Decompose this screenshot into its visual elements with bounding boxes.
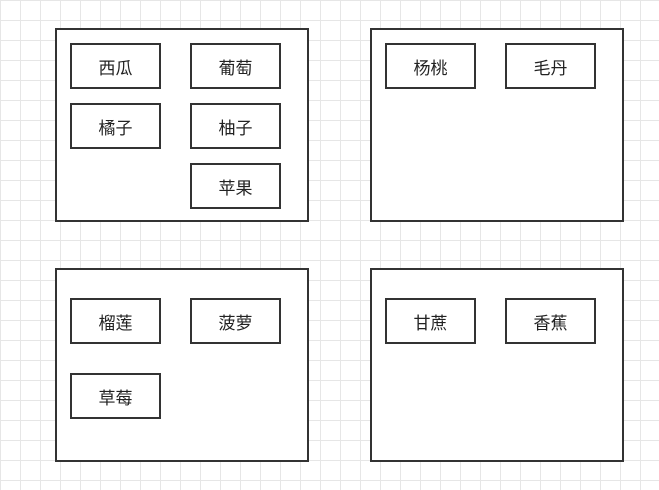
fruit-group-3[interactable]: 榴莲 菠萝 草莓	[55, 268, 309, 462]
fruit-group-4[interactable]: 甘蔗 香蕉	[370, 268, 624, 462]
fruit-item-banana[interactable]: 香蕉	[505, 298, 596, 344]
fruit-item-pineapple[interactable]: 菠萝	[190, 298, 281, 344]
fruit-item-pomelo[interactable]: 柚子	[190, 103, 281, 149]
fruit-group-2[interactable]: 杨桃 毛丹	[370, 28, 624, 222]
fruit-item-tangerine[interactable]: 橘子	[70, 103, 161, 149]
fruit-item-starfruit[interactable]: 杨桃	[385, 43, 476, 89]
fruit-item-apple[interactable]: 苹果	[190, 163, 281, 209]
fruit-item-strawberry[interactable]: 草莓	[70, 373, 161, 419]
fruit-item-sugarcane[interactable]: 甘蔗	[385, 298, 476, 344]
fruit-item-grape[interactable]: 葡萄	[190, 43, 281, 89]
fruit-item-rambutan[interactable]: 毛丹	[505, 43, 596, 89]
fruit-item-durian[interactable]: 榴莲	[70, 298, 161, 344]
fruit-item-watermelon[interactable]: 西瓜	[70, 43, 161, 89]
fruit-group-1[interactable]: 西瓜 葡萄 橘子 柚子 苹果	[55, 28, 309, 222]
